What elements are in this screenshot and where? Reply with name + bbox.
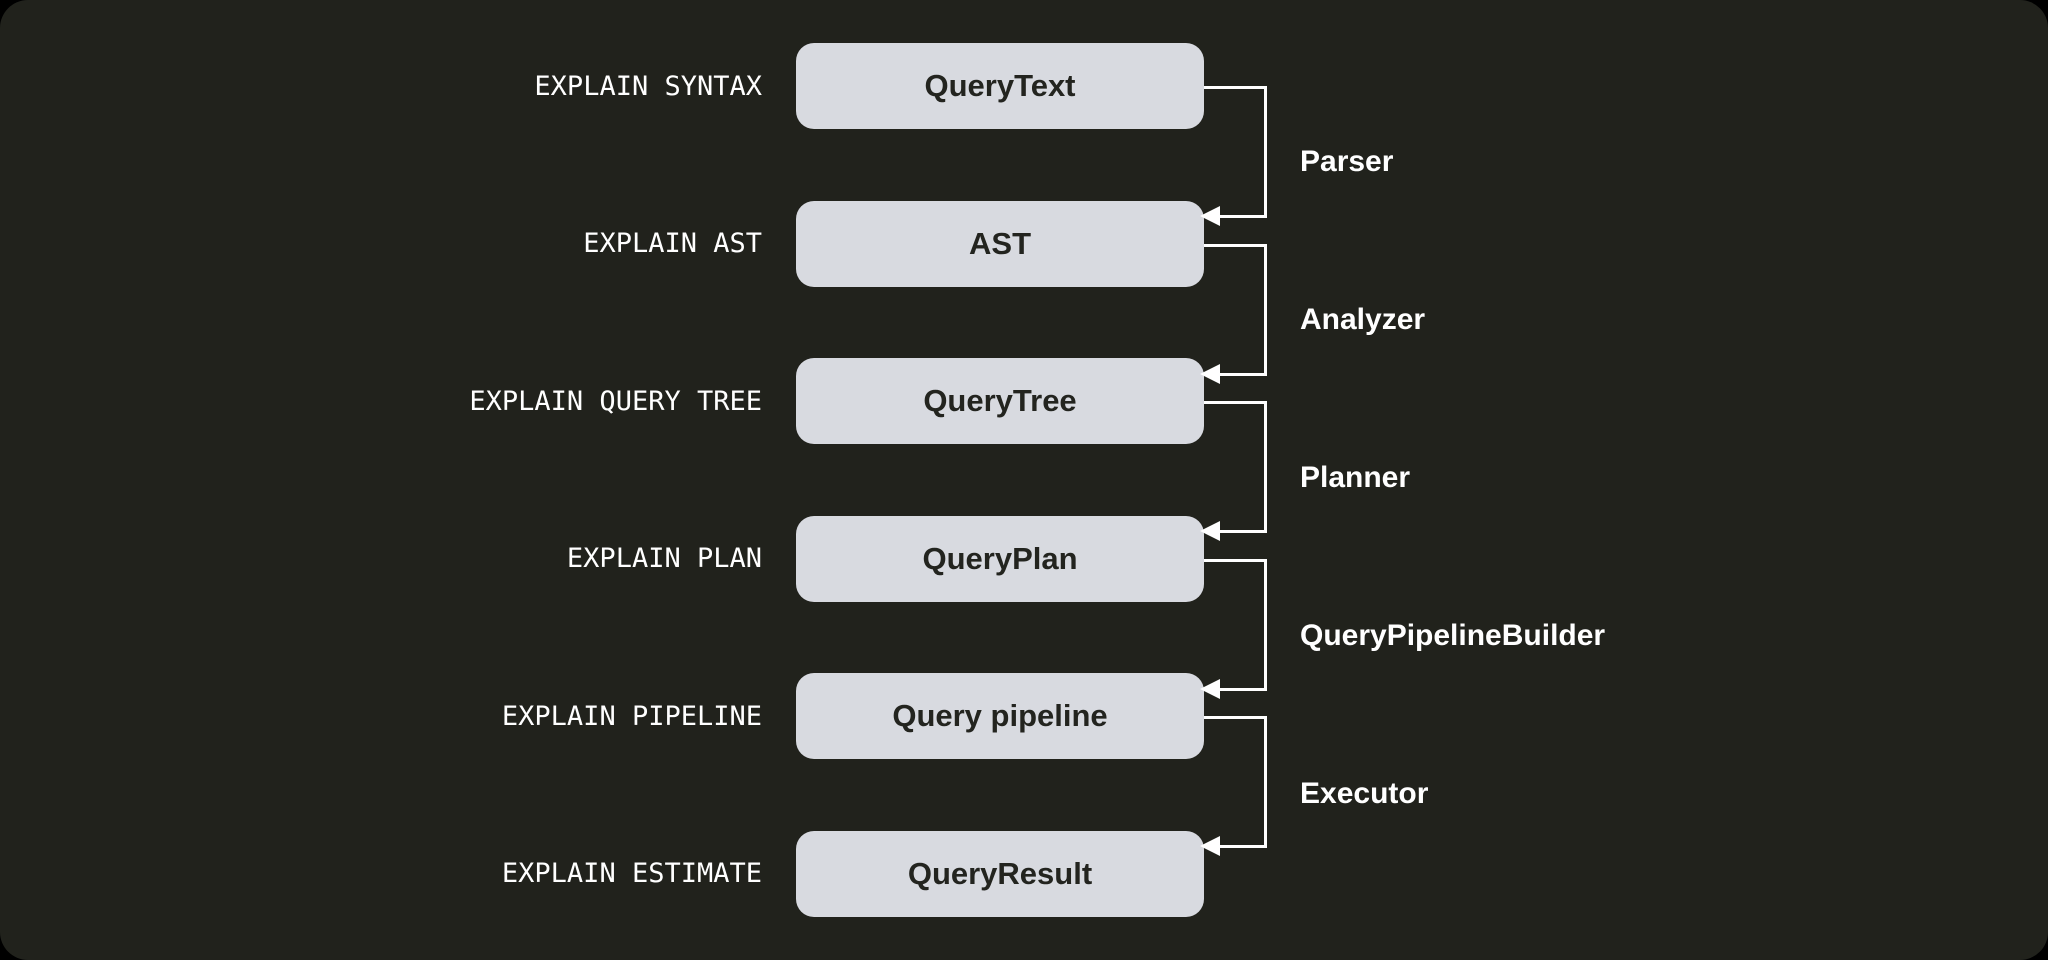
stage-box-label: Query pipeline	[892, 698, 1108, 733]
stage-row-queryresult: EXPLAIN ESTIMATE QueryResult	[0, 830, 2048, 917]
explain-command-label: EXPLAIN PIPELINE	[501, 700, 762, 732]
arrowhead-icon	[1200, 206, 1220, 226]
explain-command-label: EXPLAIN ESTIMATE	[501, 858, 762, 889]
connector-planner	[1200, 401, 1267, 541]
explain-command-label: EXPLAIN QUERY TREE	[469, 385, 762, 417]
stage-row-querytree: EXPLAIN QUERY TREE QueryTree	[0, 358, 2048, 444]
stage-box-querytext: QueryText	[796, 43, 1204, 129]
stage-row-querypipeline: EXPLAIN PIPELINE Query pipeline	[0, 673, 2048, 759]
arrowhead-icon	[1200, 521, 1220, 541]
explain-command-label: EXPLAIN SYNTAX	[534, 70, 762, 102]
stage-box-label: QueryPlan	[922, 540, 1078, 576]
stage-box-ast: AST	[796, 200, 1204, 287]
stage-box-querytree: QueryTree	[796, 358, 1204, 444]
transition-label-planner: Planner	[1300, 461, 1411, 494]
stage-box-label: QueryResult	[907, 855, 1093, 891]
explain-command-label: EXPLAIN PLAN	[566, 543, 762, 574]
stage-row-querytext: EXPLAIN SYNTAX QueryText	[0, 43, 2048, 129]
stage-row-queryplan: EXPLAIN PLAN QueryPlan	[0, 515, 2048, 602]
stage-box-label: QueryText	[924, 68, 1076, 103]
transition-label-analyzer: Analyzer	[1300, 303, 1426, 336]
connector-analyzer	[1200, 243, 1267, 384]
connector-parser	[1200, 86, 1267, 226]
arrowhead-icon	[1200, 363, 1220, 384]
arrowhead-icon	[1200, 836, 1220, 856]
transition-label-executor: Executor	[1300, 777, 1429, 810]
transition-label-querypipelinebuilder: QueryPipelineBuilder	[1300, 619, 1606, 652]
stage-box-queryresult: QueryResult	[796, 830, 1204, 917]
arrowhead-icon	[1200, 678, 1220, 699]
connector-executor	[1200, 716, 1267, 856]
stage-box-querypipeline: Query pipeline	[796, 673, 1204, 759]
stage-row-ast: EXPLAIN AST AST	[0, 200, 2048, 287]
connector-querypipelinebuilder	[1200, 558, 1267, 699]
stage-box-queryplan: QueryPlan	[796, 515, 1204, 602]
explain-command-label: EXPLAIN AST	[583, 228, 762, 259]
stage-box-label: QueryTree	[923, 383, 1077, 418]
transition-label-parser: Parser	[1300, 145, 1394, 178]
stage-box-label: AST	[969, 225, 1031, 261]
